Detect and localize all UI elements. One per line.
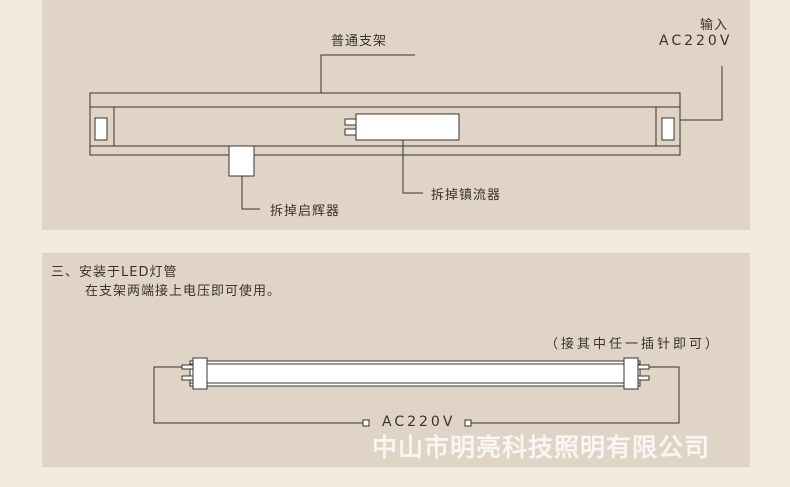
remove-ballast-label: 拆掉镇流器 xyxy=(431,188,502,203)
bracket-leader xyxy=(320,54,415,93)
right-wire xyxy=(470,366,680,424)
pin-note: （接其中任一插针即可） xyxy=(545,337,722,352)
right-end-cap xyxy=(655,106,681,147)
ballast-pin-bottom xyxy=(344,128,357,136)
company-watermark: 中山市明亮科技照明有限公司 xyxy=(372,433,711,462)
ballast xyxy=(355,113,460,141)
left-pin-bottom xyxy=(181,375,194,381)
input-leader xyxy=(680,66,723,121)
left-pin-top xyxy=(181,364,194,370)
right-terminal xyxy=(464,419,472,427)
led-tube-body xyxy=(189,360,641,387)
voltage-label: AC220V xyxy=(382,414,456,430)
step-title: 三、安装于LED灯管 xyxy=(51,265,178,280)
starter-leader xyxy=(241,176,260,210)
left-wire xyxy=(153,366,363,424)
starter xyxy=(228,145,255,177)
input-voltage-label: AC220V xyxy=(659,33,733,49)
bracket-label: 普通支架 xyxy=(331,34,388,49)
right-socket xyxy=(661,117,675,141)
left-socket xyxy=(94,117,108,141)
remove-starter-label: 拆掉启辉器 xyxy=(270,204,341,219)
ballast-pin-top xyxy=(344,118,357,126)
input-label: 输入 xyxy=(700,18,729,33)
left-end-cap xyxy=(89,106,115,147)
right-pin-bottom xyxy=(637,375,650,381)
right-tube-cap xyxy=(623,357,639,390)
right-pin-top xyxy=(637,364,650,370)
left-tube-cap xyxy=(192,357,208,390)
step-description: 在支架两端接上电压即可使用。 xyxy=(85,284,282,299)
left-terminal xyxy=(362,419,370,427)
ballast-leader xyxy=(402,140,423,194)
